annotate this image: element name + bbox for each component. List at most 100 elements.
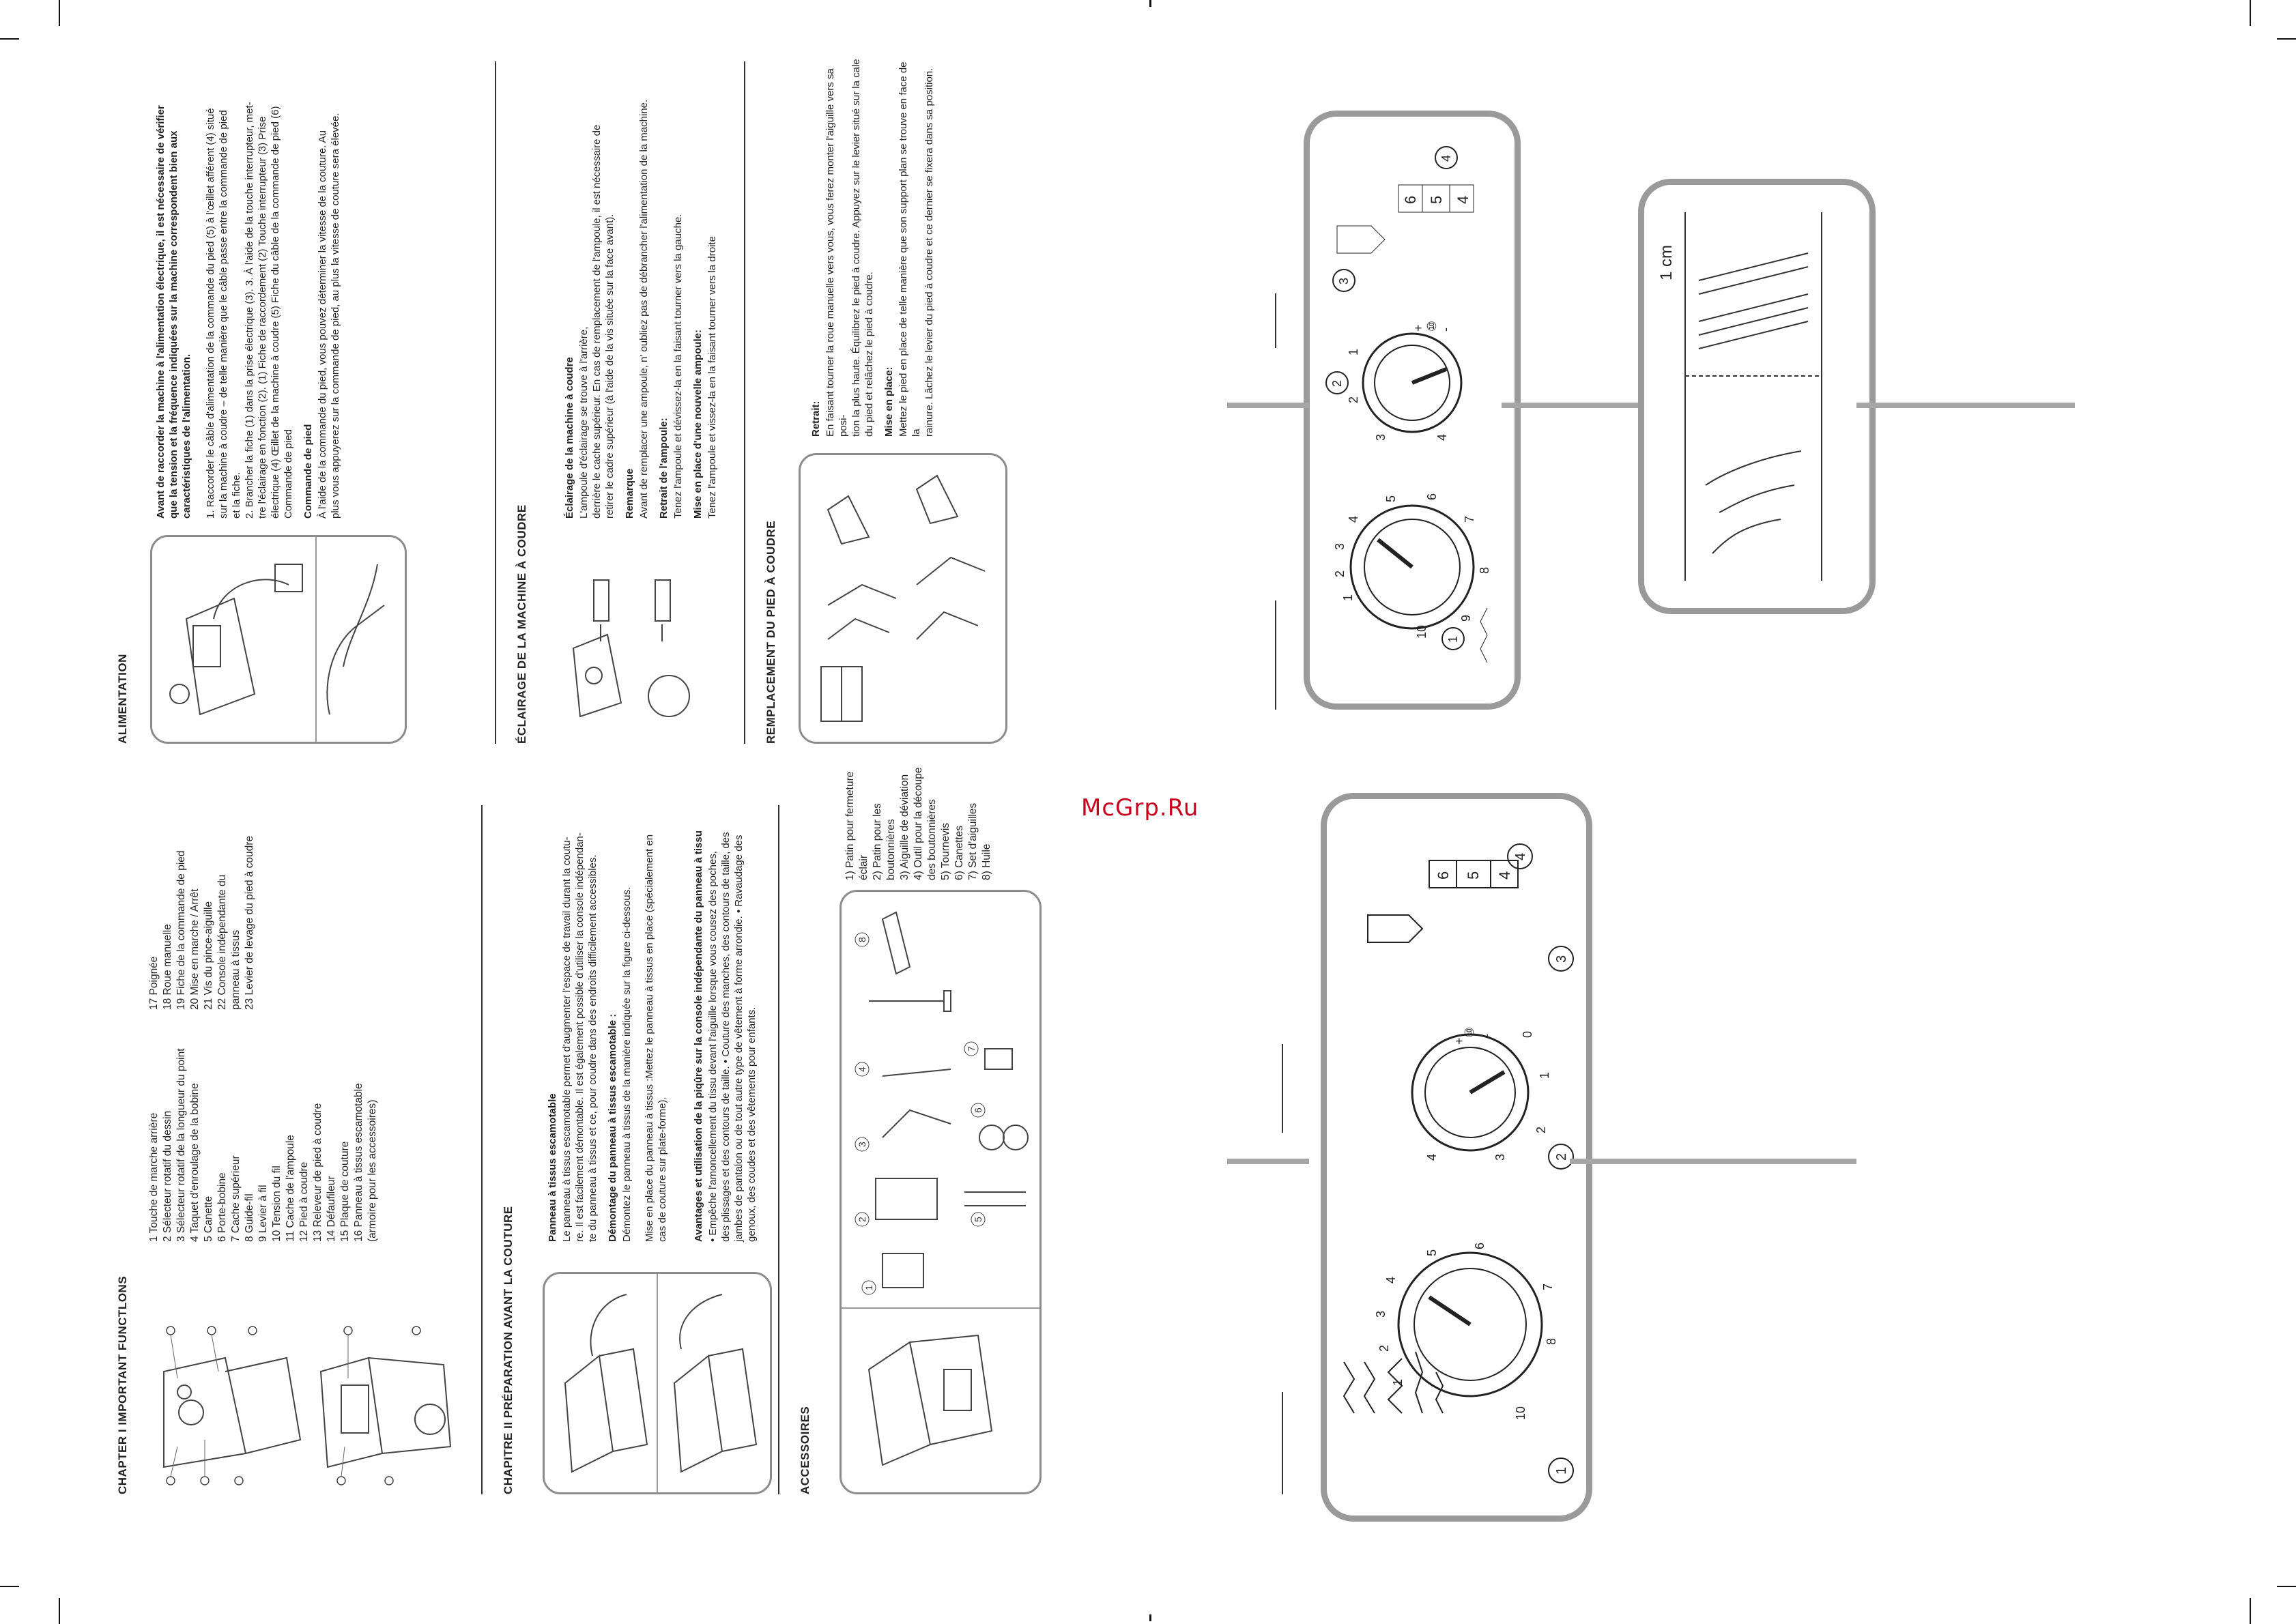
tick-lower bbox=[1282, 1044, 1283, 1133]
lower-scale-digit: 6 bbox=[1435, 871, 1452, 880]
upper-dial2-n: 4 bbox=[1435, 434, 1449, 441]
center-mark-bottom bbox=[1149, 1614, 1151, 1621]
alim-line: sur la machine à coudre – de telle maniè… bbox=[218, 110, 229, 519]
divider-rule bbox=[744, 61, 745, 744]
accessory-item: éclair bbox=[858, 854, 870, 880]
miseplace-line: cas de couture sur plate-forme). bbox=[657, 1097, 668, 1242]
alim-bold-line: Avant de raccorder la machine à l'alimen… bbox=[155, 105, 167, 519]
avantages-line: des plissages et des contours de taille.… bbox=[720, 832, 732, 1242]
part-item: 7 Cache supérieur bbox=[230, 1155, 242, 1242]
part-item: 12 Pied à coudre bbox=[298, 1161, 310, 1242]
accessory-item: 1) Patin pour fermeture bbox=[844, 771, 856, 880]
lower-callout-2: 2 bbox=[1554, 1153, 1569, 1161]
accessory-item: 6) Canettes bbox=[953, 825, 965, 880]
alimentation-title: ALIMENTATION bbox=[116, 654, 129, 744]
avantages-heading: Avantages et utilisation de la piqûre su… bbox=[693, 830, 704, 1242]
alim-line: Commande de pied bbox=[283, 429, 294, 519]
divider-rule bbox=[481, 805, 483, 1494]
accessory-item: 8) Huile bbox=[981, 843, 992, 880]
crop-mark-br-h bbox=[2277, 1586, 2296, 1587]
lower-dial2-mark: - bbox=[1480, 1034, 1493, 1038]
gathering-panel: 1 cm bbox=[1638, 179, 1876, 614]
retrait-line: tion la plus haute. Équilibrez le pied à… bbox=[850, 59, 862, 437]
upper-callout-4: 4 bbox=[1439, 155, 1453, 162]
commande-heading: Commande de pied bbox=[302, 424, 314, 519]
crop-mark-tr-h bbox=[2277, 38, 2296, 40]
machine-parts-illustration bbox=[143, 1276, 471, 1494]
presser-foot-illustration bbox=[799, 453, 1007, 744]
lower-dial1-n: 1 bbox=[1391, 1379, 1405, 1386]
alim-line: électrique (4) Œillet de la machine à co… bbox=[270, 106, 281, 519]
part-item: (armoire pour les accessoires) bbox=[367, 1099, 378, 1242]
part-item: 1 Touche de marche arrière bbox=[148, 1112, 160, 1242]
remplacement-text: Retrait: En faisant tourner la roue manu… bbox=[803, 55, 936, 437]
eclairage-text: Éclairage de la machine à coudre L'ampou… bbox=[556, 55, 719, 519]
upper-dial1-n: 4 bbox=[1347, 516, 1360, 523]
upper-dial1-n: 5 bbox=[1384, 495, 1398, 502]
commande-line: À l'aide de la commande du pied, vous po… bbox=[317, 130, 328, 519]
lower-dial1-n: 7 bbox=[1541, 1284, 1555, 1290]
retrait-line: du pied et relâchez le pied à coudre. bbox=[863, 272, 875, 437]
panneau-heading: Panneau à tissus escamotable bbox=[547, 1093, 558, 1242]
eclairage-title-wrap: ÉCLAIRAGE DE LA MACHINE À COUDRE bbox=[515, 61, 540, 744]
part-item: 5 Canette bbox=[203, 1195, 214, 1242]
upper-dial-panel: 1 2 3 4 10 9 8 7 6 5 4 3 2 1 bbox=[1304, 111, 1521, 710]
mise-ampoule-text: Tenez l'ampoule et vissez-la en la faisa… bbox=[706, 236, 718, 519]
upper-scale-digit: 6 bbox=[1402, 196, 1419, 204]
part-item: 4 Taquet d'enroulage de la bobine bbox=[189, 1083, 201, 1242]
accessory-item: boutonnières bbox=[885, 819, 897, 880]
lower-dial1-n: 5 bbox=[1425, 1249, 1439, 1256]
svg-text:6: 6 bbox=[973, 1107, 984, 1113]
part-item: 10 Tension du fil bbox=[271, 1165, 283, 1242]
upper-dial1-n: 9 bbox=[1459, 615, 1473, 622]
eclairage-heading: Éclairage de la machine à coudre bbox=[564, 357, 575, 519]
accessory-item: 4) Outil pour la découpe bbox=[913, 767, 924, 880]
svg-text:2: 2 bbox=[857, 1217, 867, 1222]
part-item: 9 Levier à fil bbox=[257, 1185, 269, 1242]
lower-dial2-n: 3 bbox=[1493, 1154, 1507, 1161]
lower-dial-panel: 1 2 3 4 10 8 7 bbox=[1321, 793, 1592, 1522]
remplacement-title-wrap: REMPLACEMENT DU PIED À COUDRE bbox=[764, 61, 789, 744]
bar-lower-left bbox=[1227, 1159, 1309, 1164]
panneau-line: te du panneau à tissus et ce, pour coudr… bbox=[587, 854, 599, 1242]
svg-text:3: 3 bbox=[857, 1142, 867, 1147]
part-item: 11 Cache de l'ampoule bbox=[285, 1135, 296, 1242]
upper-dial1-n: 6 bbox=[1425, 493, 1439, 500]
upper-dial-svg: 1 2 3 4 10 9 8 7 6 5 4 3 2 1 bbox=[1325, 146, 1491, 663]
gathering-label: 1 cm bbox=[1657, 245, 1676, 280]
upper-dial1-n: 3 bbox=[1333, 543, 1347, 550]
alim-line: tre l'éclairage en fonction (2). (1) Fic… bbox=[257, 116, 268, 519]
part-item: 3 Sélecteur rotatif de la longueur du po… bbox=[175, 1048, 187, 1243]
mise-ampoule-heading: Mise en place d'une nouvelle ampoule: bbox=[692, 330, 704, 519]
parts-list-2: 17 Poignée 18 Roue manuelle 19 Fiche de … bbox=[147, 805, 257, 1010]
remarque-text: Avant de remplacer une ampoule, n' oubli… bbox=[638, 99, 650, 519]
remplacement-title: REMPLACEMENT DU PIED À COUDRE bbox=[764, 520, 777, 744]
accessory-item: des boutonnières bbox=[926, 799, 938, 880]
divider-rule bbox=[495, 61, 496, 744]
lower-dial1-n: 8 bbox=[1545, 1338, 1558, 1345]
accessoires-list: 1) Patin pour fermeture éclair 2) Patin … bbox=[844, 767, 994, 880]
bulb-illustration bbox=[553, 539, 717, 744]
upper-dial1-n: 7 bbox=[1463, 516, 1476, 523]
lower-dial2-n: 0 bbox=[1521, 1031, 1534, 1038]
upper-dial2-n: 2 bbox=[1347, 396, 1360, 403]
demontage-text: Démontez le panneau à tissus de la maniè… bbox=[621, 886, 633, 1242]
panneau-text: Panneau à tissus escamotable Le panneau … bbox=[539, 805, 758, 1242]
bar-upper-left bbox=[1227, 403, 1309, 408]
part-item: 20 Mise en marche / Arrêt bbox=[189, 888, 201, 1010]
mise-line: rainure. Lâchez le levier du pied à coud… bbox=[923, 68, 935, 437]
accessoires-section: ACCESSOIRES bbox=[799, 805, 823, 1494]
upper-scale-digit: 4 bbox=[1454, 196, 1472, 204]
lower-dial2-n: 4 bbox=[1425, 1154, 1439, 1161]
crop-mark-bl-v bbox=[59, 1598, 60, 1624]
chapter1-section: CHAPTER I IMPORTANT FUNCTLONS bbox=[116, 805, 141, 1494]
alim-line: 2. Brancher la fiche (1) dans la prise é… bbox=[244, 102, 255, 519]
crop-mark-tr-v bbox=[2250, 0, 2251, 26]
lower-dial1-n: 3 bbox=[1374, 1311, 1388, 1318]
alim-line: et la fiche. bbox=[231, 472, 242, 519]
alim-line: 1. Raccorder le câble d'alimentation de … bbox=[205, 108, 216, 519]
accessory-item: 2) Patin pour les bbox=[872, 803, 883, 880]
upper-scale-digit: 5 bbox=[1428, 196, 1445, 204]
chapter2-section: CHAPITRE II PRÉPARATION AVANT LA COUTURE bbox=[502, 805, 526, 1494]
